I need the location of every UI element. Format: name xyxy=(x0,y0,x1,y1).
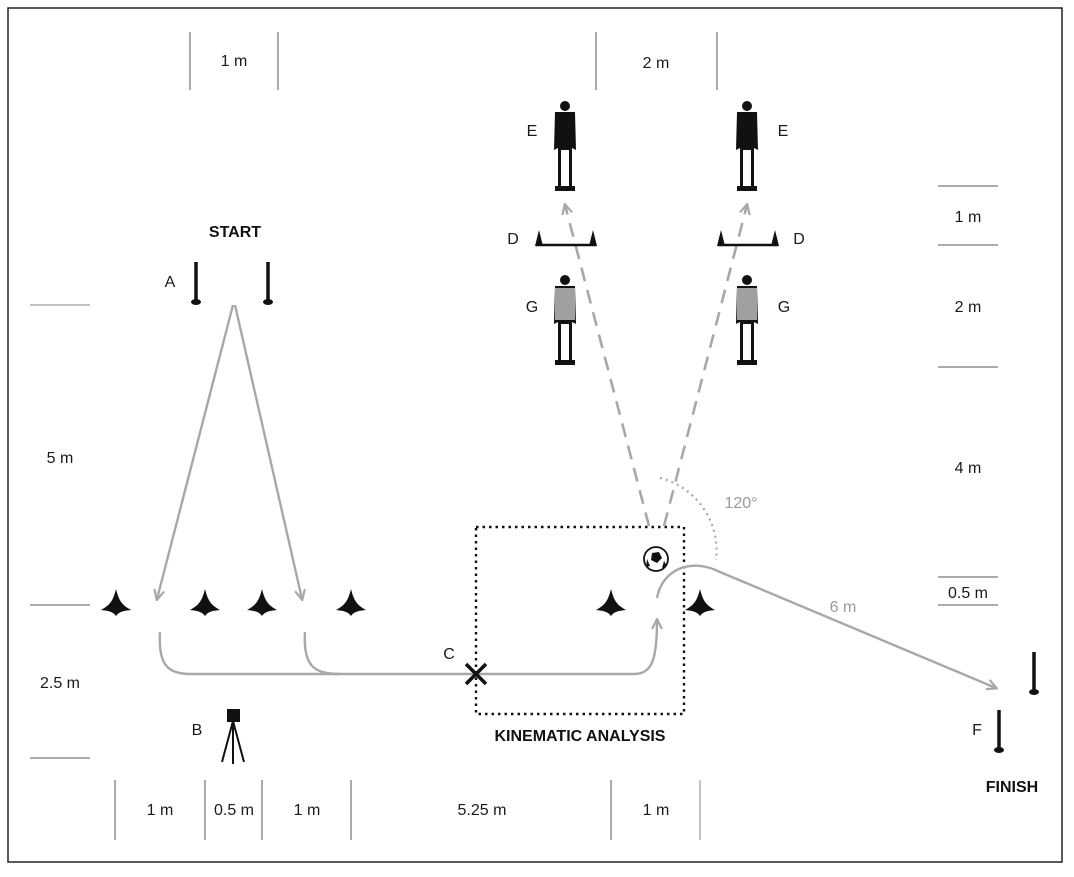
label-g-right: G xyxy=(778,299,790,316)
cone-2 xyxy=(190,589,220,616)
bottom-dim-2-label: 0.5 m xyxy=(214,802,254,819)
start-pole-left xyxy=(189,260,203,307)
top-dimension-right: 2 m xyxy=(595,32,718,90)
angle-label: 120° xyxy=(724,495,757,512)
cone-1 xyxy=(101,589,131,616)
kinematic-analysis-label: KINEMATIC ANALYSIS xyxy=(495,728,666,745)
label-d-right: D xyxy=(793,231,805,248)
shot-arrows xyxy=(565,205,747,527)
left-dim-upper-label: 5 m xyxy=(47,450,74,467)
right-dimensions: 1 m 2 m 4 m 0.5 m xyxy=(938,185,998,606)
label-b: B xyxy=(192,722,203,739)
hurdle-left xyxy=(535,230,597,247)
top-dim-right-label: 2 m xyxy=(643,55,670,72)
distance-label: 6 m xyxy=(830,599,857,616)
cone-6 xyxy=(685,589,715,616)
figure-frame xyxy=(7,7,1063,863)
label-e-right: E xyxy=(778,123,789,140)
bottom-dim-3-label: 1 m xyxy=(294,802,321,819)
goal-mannequin-left xyxy=(554,101,576,191)
right-dim-1-label: 1 m xyxy=(955,209,982,226)
goal-mannequin-right xyxy=(736,101,758,191)
camera-tripod-icon xyxy=(221,709,245,764)
start-pole-right xyxy=(261,260,275,307)
running-path xyxy=(158,620,657,676)
top-dim-left-label: 1 m xyxy=(221,53,248,70)
start-label: START xyxy=(209,224,261,241)
cone-3 xyxy=(247,589,277,616)
bottom-dim-1-label: 1 m xyxy=(147,802,174,819)
left-dimensions: 5 m 2.5 m xyxy=(30,304,90,759)
hurdle-right xyxy=(717,230,779,247)
sprint-arrows xyxy=(157,304,302,599)
label-e-left: E xyxy=(527,123,538,140)
cone-4 xyxy=(336,589,366,616)
bottom-dim-4-label: 5.25 m xyxy=(458,802,507,819)
finish-label: FINISH xyxy=(986,779,1038,796)
cone-5 xyxy=(596,589,626,616)
point-c-cross-icon xyxy=(464,662,488,686)
left-dim-lower-label: 2.5 m xyxy=(40,675,80,692)
kinematic-analysis-zone xyxy=(474,525,686,716)
label-g-left: G xyxy=(526,299,538,316)
finish-pole-left xyxy=(992,708,1006,755)
label-c: C xyxy=(443,646,455,663)
bottom-dimensions: 1 m 0.5 m 1 m 5.25 m 1 m xyxy=(114,780,701,840)
label-a: A xyxy=(165,274,176,291)
label-d-left: D xyxy=(507,231,519,248)
right-dim-4-label: 0.5 m xyxy=(948,585,988,602)
right-dim-3-label: 4 m xyxy=(955,460,982,477)
angle-arc xyxy=(659,476,718,561)
label-f: F xyxy=(972,722,982,739)
cut-path-to-finish xyxy=(655,564,996,688)
bottom-dim-5-label: 1 m xyxy=(643,802,670,819)
defender-mannequin-right xyxy=(736,275,758,365)
right-dim-2-label: 2 m xyxy=(955,299,982,316)
finish-pole-right xyxy=(1027,650,1041,697)
soccer-ball-icon xyxy=(643,546,669,572)
top-dimension-left: 1 m xyxy=(189,32,279,90)
defender-mannequin-left xyxy=(554,275,576,365)
